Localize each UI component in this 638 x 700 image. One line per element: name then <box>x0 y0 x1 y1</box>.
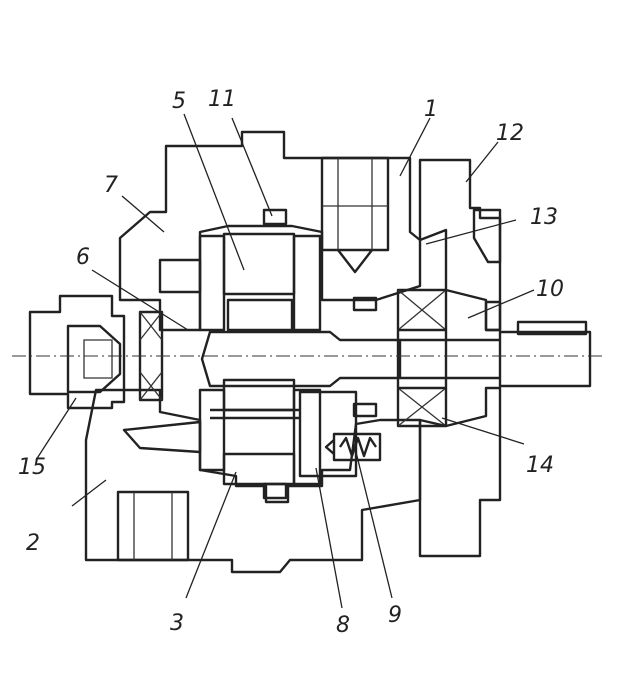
side-plate-right-lower <box>292 388 322 486</box>
callout-12: 12 <box>496 121 524 146</box>
leader-6 <box>91 269 189 331</box>
callout-6: 6 <box>76 245 90 270</box>
callout-7: 7 <box>104 173 118 198</box>
leader-5 <box>183 113 245 271</box>
relief-valve <box>324 432 382 462</box>
callout-14: 14 <box>526 453 554 478</box>
callout-1: 1 <box>424 97 438 122</box>
side-plate-right-upper <box>292 234 322 332</box>
leader-9 <box>355 451 393 599</box>
seal-10 <box>484 300 502 332</box>
callout-9: 9 <box>388 603 402 628</box>
leader-14 <box>441 417 525 445</box>
housing-lower-section <box>84 388 422 574</box>
callout-labels: 1 2 3 5 6 7 8 9 10 11 12 13 14 15 <box>18 87 564 638</box>
seal-13 <box>472 208 502 264</box>
drive-shaft <box>200 320 592 388</box>
leader-13 <box>425 219 517 245</box>
side-plate-left-lower <box>198 388 226 472</box>
flange-upper <box>418 158 502 332</box>
o-ring-right-upper <box>352 296 378 312</box>
pressure-plate <box>298 390 358 478</box>
leader-8 <box>315 467 343 609</box>
callout-13: 13 <box>530 205 558 230</box>
callout-10: 10 <box>536 277 564 302</box>
leader-1 <box>399 117 431 177</box>
leader-10 <box>467 289 535 319</box>
gear-flange <box>418 158 502 558</box>
callout-2: 2 <box>26 531 40 556</box>
leader-2 <box>71 479 107 507</box>
callout-5: 5 <box>172 89 186 114</box>
flange-lower <box>418 386 502 558</box>
o-ring-lower <box>262 482 288 500</box>
callout-15: 15 <box>18 455 46 480</box>
leader-15 <box>35 397 77 461</box>
rotor-upper <box>222 232 296 296</box>
callout-3: 3 <box>170 611 184 636</box>
rotor-lower <box>222 452 296 486</box>
lower-port <box>116 490 190 562</box>
leader-3 <box>185 471 237 599</box>
o-rings <box>262 208 378 500</box>
upper-port <box>320 156 390 274</box>
leader-12 <box>465 141 499 183</box>
side-plate-left-upper <box>198 234 226 332</box>
rotor-assembly <box>198 232 322 486</box>
o-ring-upper <box>262 208 288 226</box>
callout-11: 11 <box>208 87 236 112</box>
callout-8: 8 <box>336 613 350 638</box>
bearing <box>396 288 448 428</box>
leader-11 <box>231 117 273 217</box>
o-ring-right-lower <box>352 402 378 418</box>
leader-lines <box>35 113 535 609</box>
leader-7 <box>121 195 165 233</box>
